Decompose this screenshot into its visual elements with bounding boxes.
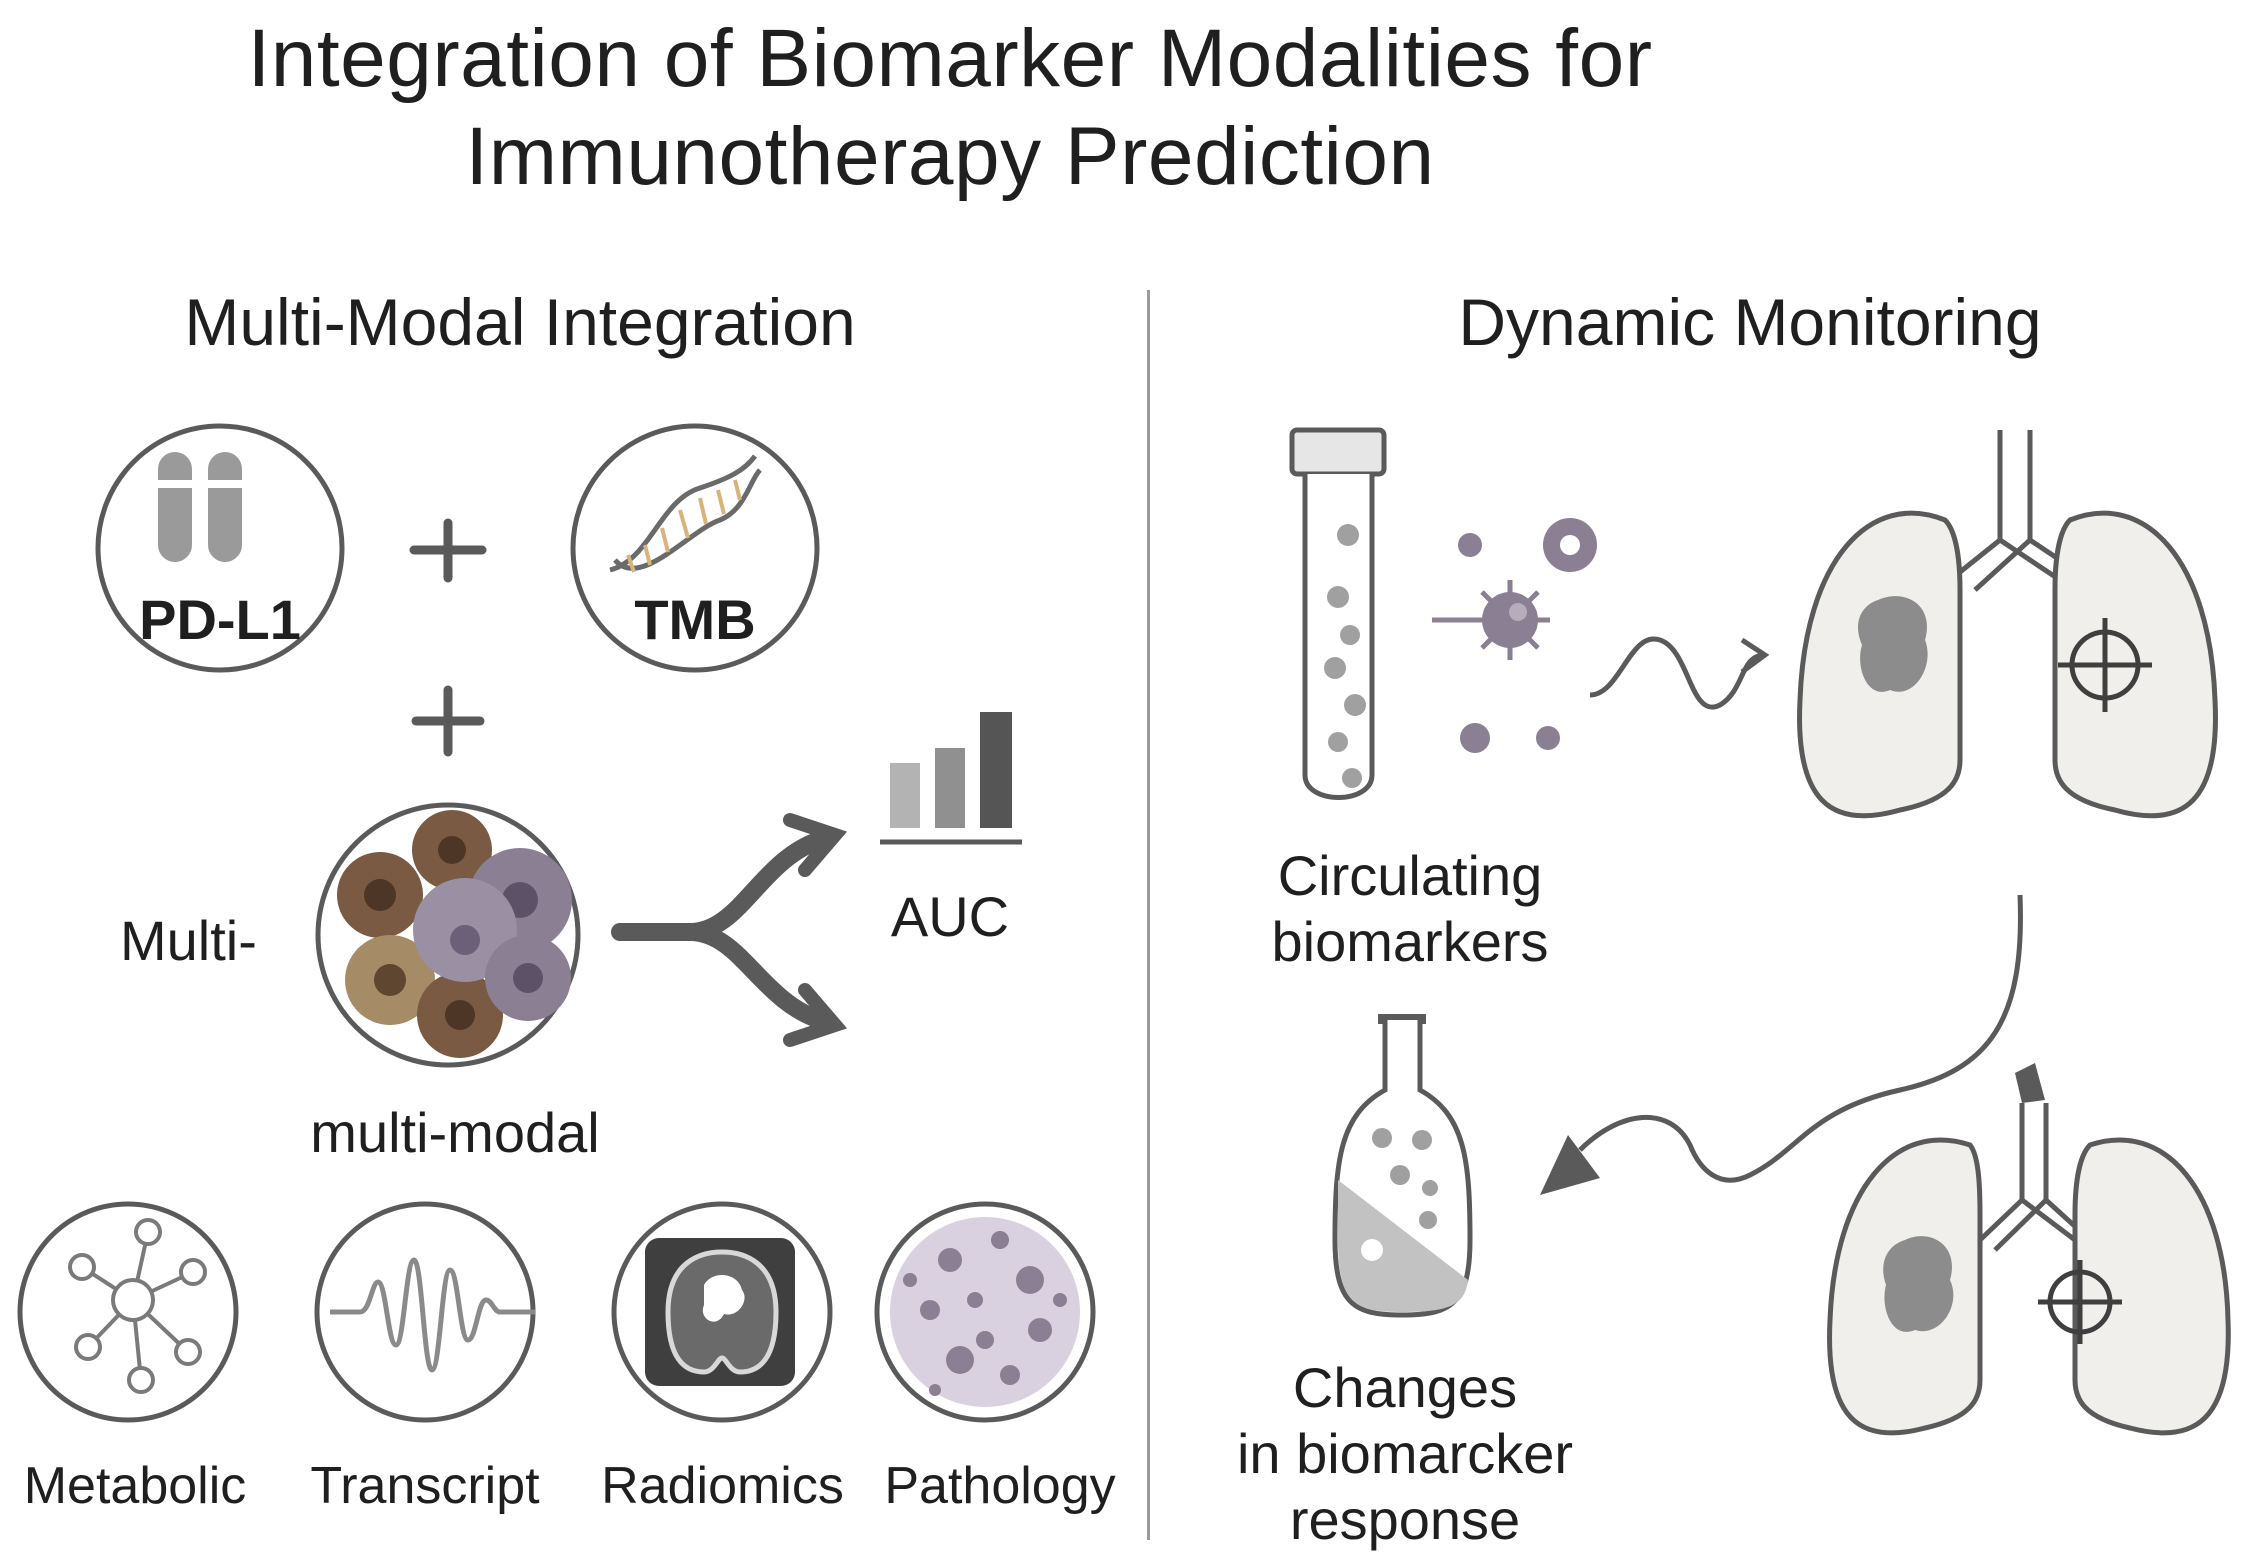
squiggle-arrow-head [1740, 637, 1770, 675]
cell-cluster-icon [315, 802, 581, 1068]
tissue-icon [874, 1201, 1096, 1423]
title-line-1: Integration of Biomarker Modalities for [247, 13, 1653, 104]
modality-label-radiomics: Radiomics [601, 1457, 844, 1515]
changes-line-2: in biomarcker [1236, 1422, 1574, 1485]
multi-modal-heading: Multi-Modal Integration [184, 285, 856, 359]
circulating-label: Circulating biomarkers [1210, 843, 1610, 975]
diagram-title: Integration of Biomarker Modalities for … [60, 10, 1840, 206]
dna-icon [570, 423, 820, 673]
plus-icon-1 [409, 518, 487, 583]
dynamic-monitoring-heading: Dynamic Monitoring [1458, 285, 2042, 359]
lungs-icon-top [1797, 430, 2218, 819]
pdl1-icon [95, 423, 345, 673]
modality-label-transcript: Transcript [310, 1457, 540, 1515]
flask-icon [1332, 1014, 1473, 1318]
changes-label: Changes in biomarcker response [1200, 1355, 1610, 1553]
auc-label: AUC [890, 885, 1010, 948]
waveform-icon [314, 1201, 536, 1423]
lungs-icon-bottom [1827, 1063, 2231, 1436]
plus-icon-2 [411, 685, 485, 757]
split-arrow-icon [611, 813, 848, 1047]
circulating-cells-icon [1432, 518, 1597, 753]
pdl1-label: PD-L1 [139, 588, 301, 651]
squiggle-arrow-icon [1589, 636, 1766, 710]
multi-label: Multi- [120, 909, 257, 972]
title-line-2: Immunotherapy Prediction [465, 111, 1435, 202]
changes-line-1: Changes [1292, 1356, 1518, 1419]
tmb-label: TMB [634, 588, 756, 651]
curved-arrow-head [1540, 1135, 1600, 1195]
circulating-line-2: biomarkers [1271, 910, 1549, 973]
modality-label-metabolic: Metabolic [23, 1457, 247, 1515]
panel-divider [1147, 290, 1150, 1540]
auc-bars-icon [880, 712, 1022, 845]
modality-label-pathology: Pathology [884, 1457, 1116, 1515]
multimodal-label: multi-modal [310, 1101, 600, 1164]
network-icon [17, 1201, 239, 1423]
changes-line-3: response [1289, 1488, 1521, 1551]
curved-arrow-icon [1578, 894, 2023, 1183]
ct-scan-icon [611, 1201, 833, 1423]
test-tube-icon [1289, 427, 1387, 800]
circulating-line-1: Circulating [1277, 844, 1543, 907]
